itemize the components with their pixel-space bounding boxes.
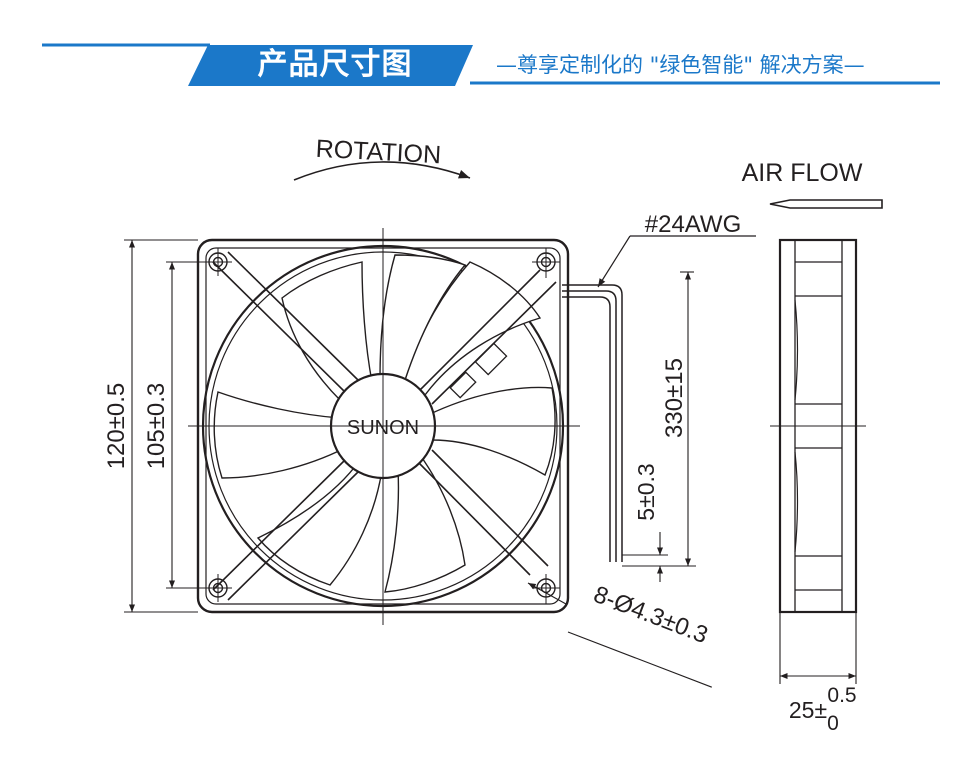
lead-wires: [562, 284, 623, 562]
fan-side-view: [770, 238, 866, 614]
page-subtitle: —尊享定制化的 "绿色智能" 解决方案—: [496, 53, 865, 77]
dimension-depth: [779, 612, 857, 684]
dimension-depth-upper-tol: 0.5: [827, 684, 856, 707]
header-decoration: [42, 43, 940, 86]
airflow-arrow-icon: [769, 199, 883, 209]
wire-gauge-leader: [597, 235, 756, 288]
rotation-label: ROTATION: [315, 135, 442, 170]
title-ribbon: [188, 45, 473, 86]
rotation-arrow-icon: [293, 161, 471, 181]
wire-gauge-label: #24AWG: [645, 211, 741, 238]
dimension-strip-length-label: 5±0.3: [633, 463, 659, 520]
center-lines: [188, 228, 580, 625]
wire-channel: [449, 342, 508, 399]
dimension-hole-spacing: [166, 261, 214, 589]
fan-blades: [213, 254, 556, 593]
dimension-depth-lower-tol: 0: [827, 712, 839, 735]
hub-brand-label: SUNON: [347, 417, 419, 439]
fan-spokes: [212, 251, 557, 601]
dimension-depth-label: 25±: [789, 697, 827, 723]
holes-callout-label: 8-Ø4.3±0.3: [590, 581, 712, 649]
header-banner: 产品尺寸图 —尊享定制化的 "绿色智能" 解决方案—: [0, 0, 980, 100]
dimension-overall: [124, 239, 198, 613]
holes-callout-underline: [567, 631, 712, 688]
dimension-overall-label: 120±0.5: [103, 383, 130, 470]
airflow-label: AIR FLOW: [742, 159, 863, 187]
page-title: 产品尺寸图: [257, 47, 413, 82]
dimension-hole-spacing-label: 105±0.3: [143, 383, 170, 470]
dimension-strip-length: [622, 532, 668, 582]
dimension-lead-length-label: 330±15: [661, 358, 688, 438]
holes-callout-leader: [527, 582, 567, 605]
